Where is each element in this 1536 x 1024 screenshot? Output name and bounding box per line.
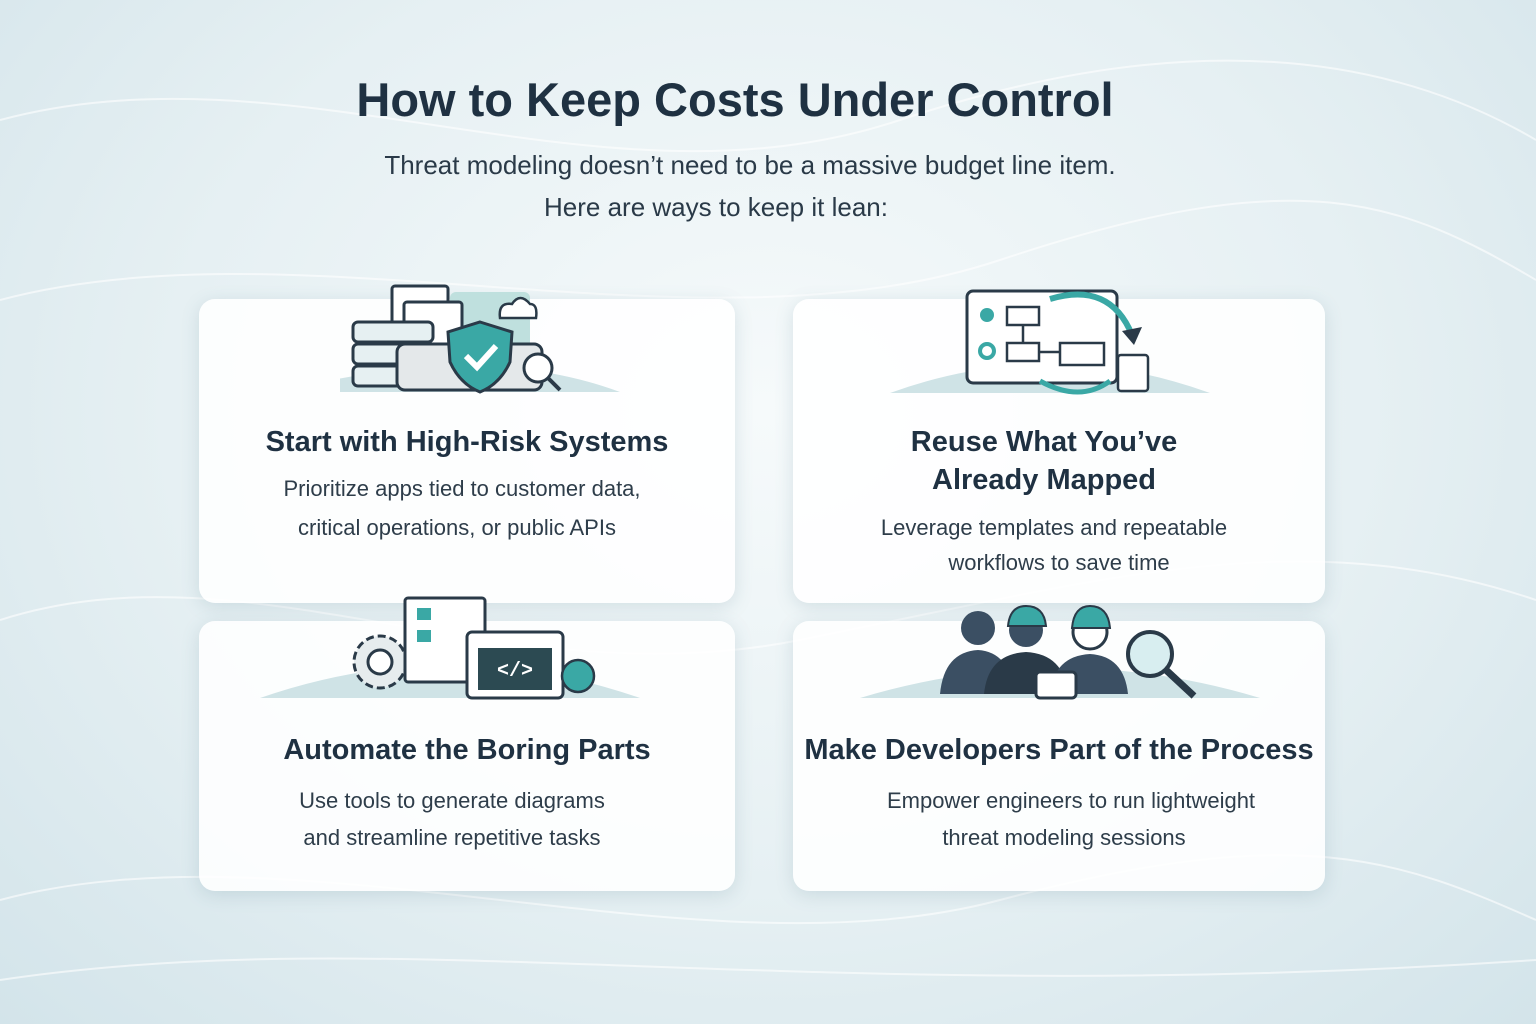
- card-desc-line-1: Prioritize apps tied to customer data,: [283, 476, 641, 501]
- subtitle-line-2: Here are ways to keep it lean:: [544, 192, 888, 222]
- card-developers: Make Developers Part of the Process Empo…: [793, 621, 1325, 891]
- subtitle-line-1: Threat modeling doesn’t need to be a mas…: [384, 150, 1116, 180]
- developers-team-icon: [860, 604, 1260, 700]
- card-desc-line-2: and streamline repetitive tasks: [303, 825, 601, 850]
- card-desc-line-2: workflows to save time: [948, 550, 1170, 575]
- card-title-line-1: Reuse What You’ve: [910, 426, 1178, 458]
- server-shield-icon: [340, 284, 620, 394]
- card-desc-line-1: Use tools to generate diagrams: [299, 788, 605, 813]
- workflow-reuse-icon: [890, 289, 1210, 395]
- card-desc-line-1: Empower engineers to run lightweight: [886, 788, 1256, 813]
- svg-text:</>: </>: [497, 660, 533, 683]
- card-title-line-2: Already Mapped: [932, 464, 1156, 496]
- card-reuse-mapped: Reuse What You’ve Already Mapped Leverag…: [793, 299, 1325, 603]
- automation-gear-code-icon: </>: [260, 596, 640, 700]
- card-desc-line-1: Leverage templates and repeatable: [880, 515, 1228, 540]
- card-title: Start with High-Risk Systems: [265, 426, 669, 458]
- card-desc-line-2: threat modeling sessions: [942, 825, 1186, 850]
- card-desc-line-2: critical operations, or public APIs: [298, 515, 616, 540]
- card-title: Automate the Boring Parts: [283, 734, 651, 766]
- card-title: Make Developers Part of the Process: [804, 734, 1314, 766]
- page-title: How to Keep Costs Under Control: [356, 73, 1114, 126]
